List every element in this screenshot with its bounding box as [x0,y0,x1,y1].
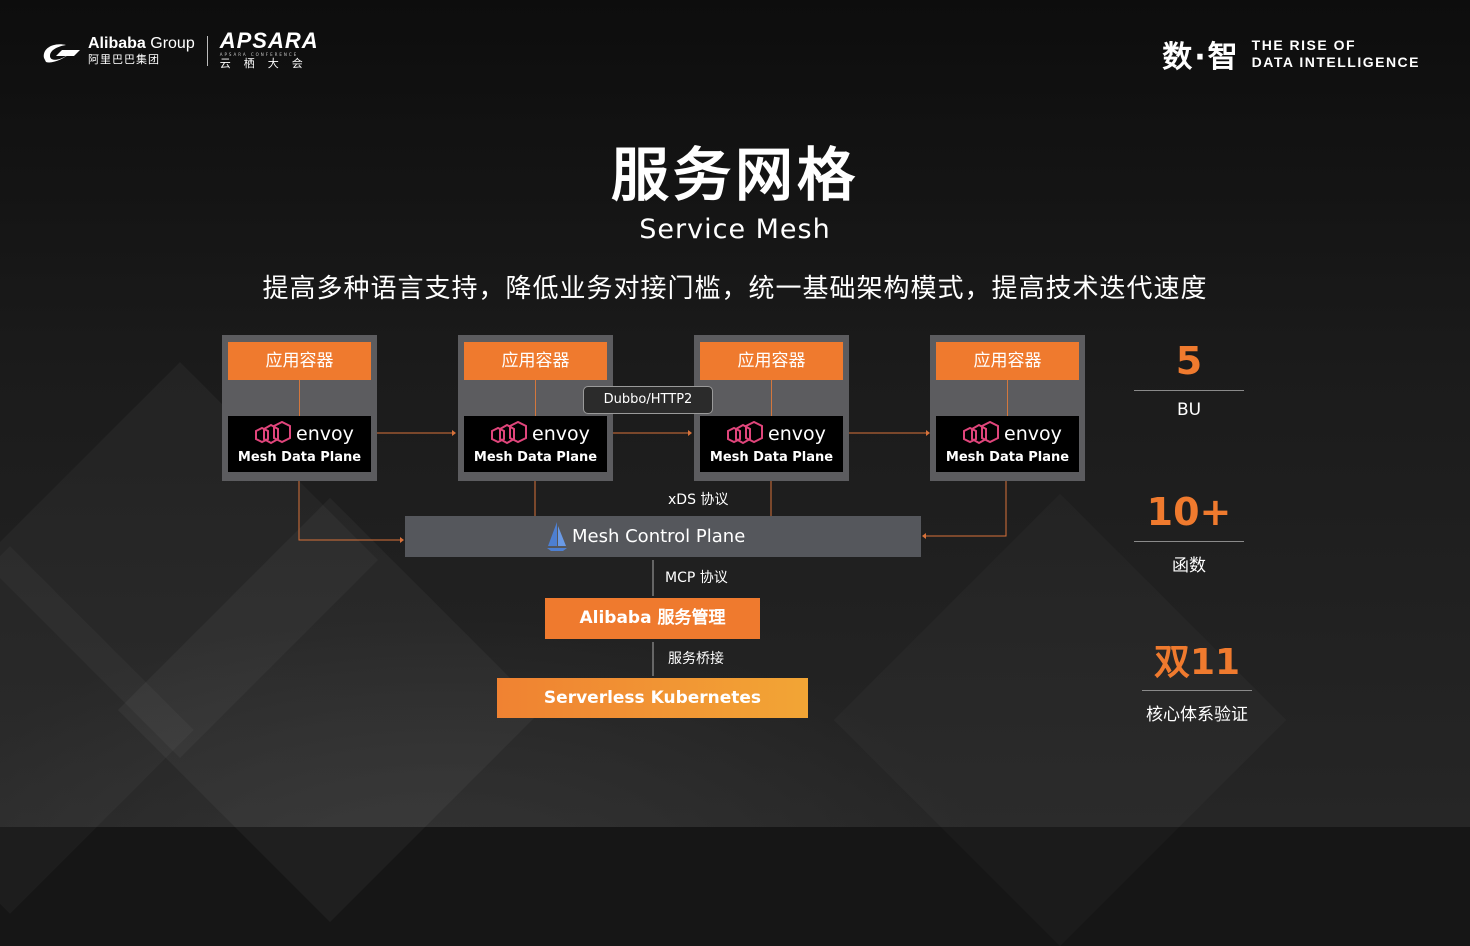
app-container-label: 应用容器 [228,342,371,380]
apsara-sub-text: APSARA CONFERENCE [219,52,299,57]
stat-divider [1142,690,1252,691]
alibaba-swoosh-icon [43,43,80,62]
alibaba-group-text: Alibaba Group [88,34,195,52]
service-bridge-label: 服务桥接 [668,651,724,667]
stat-divider [1134,541,1244,542]
mcp-protocol-label: MCP 协议 [665,570,728,586]
stat-functions-label: 函数 [1172,556,1206,576]
envoy-logo-icon [491,421,527,445]
app-container-label: 应用容器 [464,342,607,380]
xds-protocol-label: xDS 协议 [668,492,729,508]
stat-bu-label: BU [1176,400,1202,420]
connector-vertical [535,380,536,416]
rise-line2: DATA INTELLIGENCE [1251,54,1420,70]
alibaba-cn-text: 阿里巴巴集团 [88,52,160,66]
apsara-logo-text: APSARA [219,28,319,53]
rise-line1: THE RISE OF [1251,37,1357,53]
mesh-data-plane-label: Mesh Data Plane [709,450,834,465]
serverless-kubernetes-box: Serverless Kubernetes [497,678,808,718]
stat-double11-label: 核心体系验证 [1146,705,1248,725]
envoy-logo-icon [255,421,291,445]
alibaba-logo: Alibaba Group 阿里巴巴集团 APSARA APSARA CONFE… [40,30,319,71]
envoy-logo-icon [963,421,999,445]
mesh-data-plane-label: Mesh Data Plane [237,450,362,465]
apsara-cn-text: 云栖大会 [219,57,316,70]
service-box-1: 应用容器 envoy Mesh Data Plane [222,335,377,481]
envoy-wordmark: envoy [532,423,590,445]
envoy-box: envoy Mesh Data Plane [936,416,1079,472]
envoy-box: envoy Mesh Data Plane [228,416,371,472]
istio-sail-icon [547,522,567,551]
envoy-wordmark: envoy [768,423,826,445]
envoy-box: envoy Mesh Data Plane [700,416,843,472]
envoy-box: envoy Mesh Data Plane [464,416,607,472]
shuzhi-text: 数·智 [1162,40,1240,75]
envoy-logo-icon [727,421,763,445]
connector-vertical [771,380,772,416]
envoy-wordmark: envoy [296,423,354,445]
stat-bu-value: 5 [1175,339,1203,383]
service-management-box: Alibaba 服务管理 [545,598,760,639]
page-title: 服务网格 [610,141,859,209]
connector-vertical [299,380,300,416]
connector-lines [298,430,1007,676]
page-subtitle: Service Mesh [639,214,831,245]
mesh-control-plane-box [405,516,921,557]
rise-logo: 数·智 THE RISE OF DATA INTELLIGENCE [1162,32,1420,76]
service-box-3: 应用容器 envoy Mesh Data Plane [694,335,849,481]
stat-functions-value: 10+ [1146,490,1232,534]
stat-double11-value: 双11 [1153,642,1241,683]
mesh-data-plane-label: Mesh Data Plane [945,450,1070,465]
mesh-data-plane-label: Mesh Data Plane [473,450,598,465]
app-container-label: 应用容器 [700,342,843,380]
tagline: 提高多种语言支持，降低业务对接门槛，统一基础架构模式，提高技术迭代速度 [262,274,1208,304]
mesh-control-plane-label: Mesh Control Plane [572,526,746,547]
connector-vertical [1007,380,1008,416]
app-container-label: 应用容器 [936,342,1079,380]
protocol-badge: Dubbo/HTTP2 [583,386,713,414]
stat-divider [1134,390,1244,391]
envoy-wordmark: envoy [1004,423,1062,445]
service-box-4: 应用容器 envoy Mesh Data Plane [930,335,1085,481]
logo-separator [206,35,208,66]
